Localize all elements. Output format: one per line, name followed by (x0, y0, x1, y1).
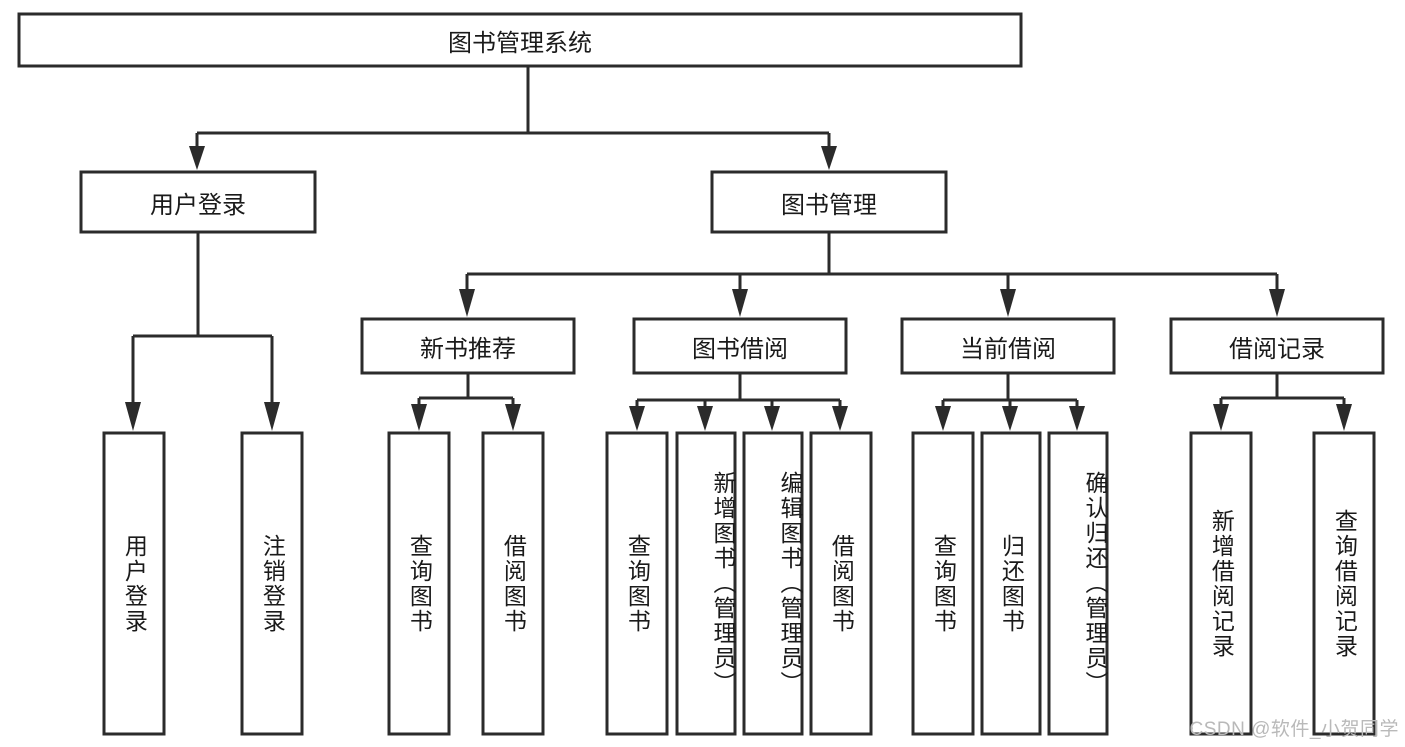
leaf-current-borrow-1[interactable] (911, 431, 975, 736)
arrow-root-to-book-mgmt (821, 146, 837, 170)
leaf-user-login-2[interactable] (240, 431, 304, 736)
arrow-currentborrow-leaf-1 (935, 406, 951, 431)
leaf-borrow-record-2[interactable] (1312, 431, 1376, 736)
arrow-book-mgmt-to-borrow-record (1269, 289, 1285, 317)
arrow-currentborrow-leaf-2 (1002, 406, 1018, 431)
arrow-newbook-leaf-1 (411, 404, 427, 431)
leaf-book-borrow-3[interactable] (742, 431, 804, 736)
leaf-borrow-record-1[interactable] (1189, 431, 1253, 736)
arrow-borrowrecord-leaf-2 (1336, 404, 1352, 431)
arrow-bookborrow-leaf-3 (764, 406, 780, 431)
leaf-book-borrow-4[interactable] (809, 431, 873, 736)
leaf-current-borrow-2[interactable] (980, 431, 1042, 736)
arrow-currentborrow-leaf-3 (1069, 406, 1085, 431)
arrow-root-to-user-login (189, 146, 205, 170)
leaf-current-borrow-3[interactable] (1047, 431, 1109, 736)
node-current-borrow[interactable] (900, 317, 1116, 375)
node-book-borrow[interactable] (632, 317, 848, 375)
leaf-new-book-1[interactable] (387, 431, 451, 736)
node-new-book-recommend[interactable] (360, 317, 576, 375)
node-book-management[interactable] (710, 170, 948, 234)
node-borrow-record[interactable] (1169, 317, 1385, 375)
leaf-user-login-1[interactable] (102, 431, 166, 736)
arrow-bookborrow-leaf-1 (629, 406, 645, 431)
watermark-text: CSDN @软件_小贺同学 (1189, 719, 1399, 740)
node-user-login[interactable] (79, 170, 317, 234)
leaf-book-borrow-2[interactable] (675, 431, 737, 736)
arrow-user-login-leaf-1 (125, 402, 141, 431)
leaf-book-borrow-1[interactable] (605, 431, 669, 736)
arrow-borrowrecord-leaf-1 (1213, 404, 1229, 431)
arrow-bookborrow-leaf-2 (697, 406, 713, 431)
node-root[interactable] (17, 12, 1023, 68)
arrow-book-mgmt-to-new-book (459, 289, 475, 317)
arrow-newbook-leaf-2 (505, 404, 521, 431)
leaf-new-book-2[interactable] (481, 431, 545, 736)
arrow-bookborrow-leaf-4 (832, 406, 848, 431)
arrow-user-login-leaf-2 (264, 402, 280, 431)
arrow-book-mgmt-to-book-borrow (732, 289, 748, 317)
arrow-book-mgmt-to-current-borrow (1000, 289, 1016, 317)
